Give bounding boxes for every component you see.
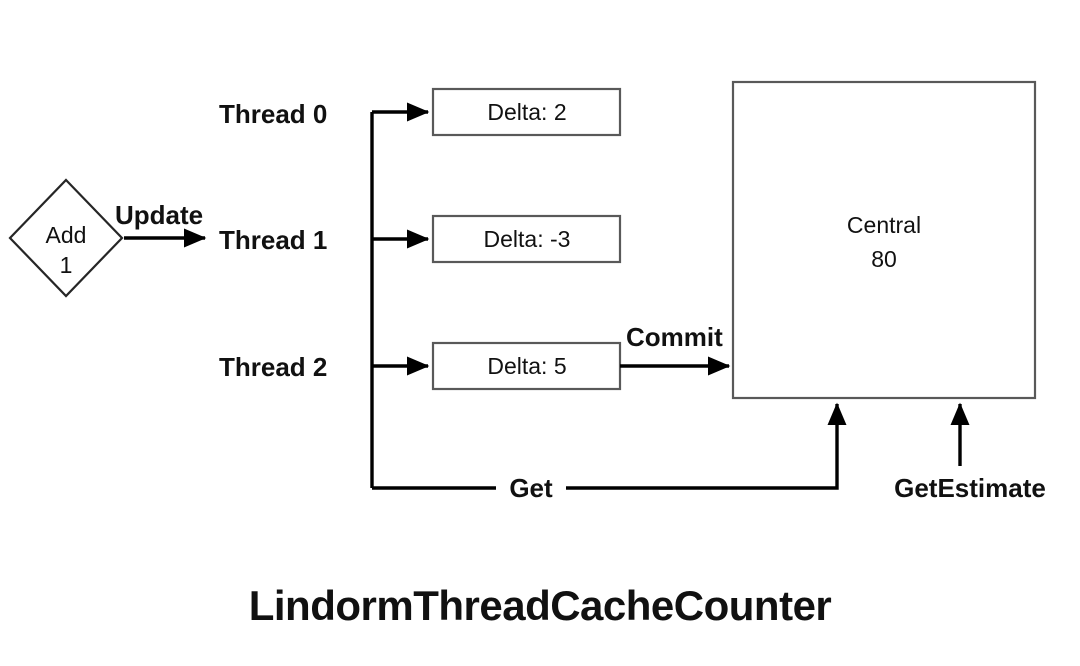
- add-diamond-node: [8, 178, 124, 298]
- update-edge-label: Update: [115, 200, 203, 230]
- thread-0-label: Thread 0: [219, 99, 327, 129]
- thread-2-label: Thread 2: [219, 352, 327, 382]
- delta-box-thread-0: [431, 87, 622, 137]
- delta-box-thread-2: [431, 341, 622, 391]
- add-node-label-line2: 1: [60, 252, 73, 278]
- central-box-value: 80: [871, 246, 897, 272]
- central-box: [731, 80, 1037, 400]
- get-edge-segment-right: [566, 402, 847, 490]
- add-node-label-line1: Add: [46, 222, 87, 248]
- delta-box-thread-0-label: Delta: 2: [487, 99, 566, 125]
- thread-1-label: Thread 1: [219, 225, 327, 255]
- get-estimate-edge-label: GetEstimate: [894, 473, 1046, 503]
- delta-box-thread-2-label: Delta: 5: [487, 353, 566, 379]
- delta-box-thread-1: [431, 214, 622, 264]
- get-edge-label: Get: [509, 473, 553, 503]
- delta-box-thread-1-label: Delta: -3: [484, 226, 571, 252]
- central-box-title: Central: [847, 212, 921, 238]
- commit-edge-label: Commit: [626, 322, 723, 352]
- figure-caption: LindormThreadCacheCounter: [249, 582, 832, 629]
